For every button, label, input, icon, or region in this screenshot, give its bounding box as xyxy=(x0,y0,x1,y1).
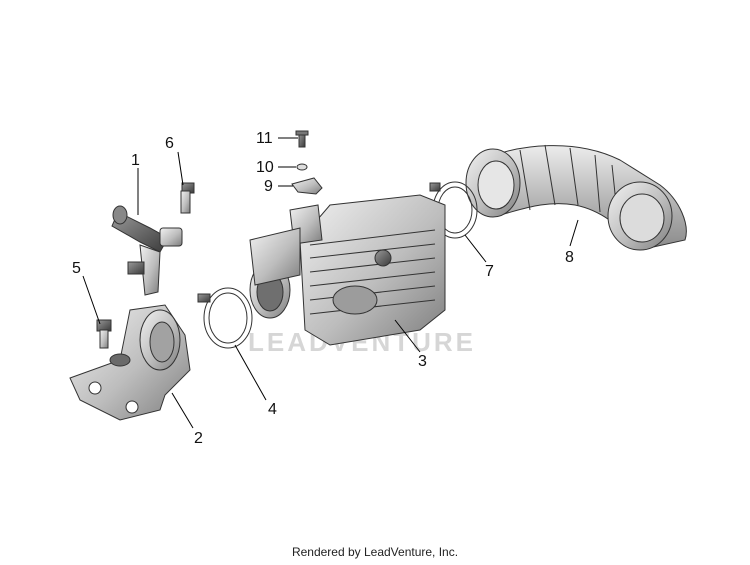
callout-3: 3 xyxy=(418,353,427,370)
callout-8: 8 xyxy=(565,249,574,266)
part-2-intake-manifold xyxy=(69,304,191,421)
part-3-throttle-body xyxy=(249,194,446,346)
callout-7: 7 xyxy=(485,263,494,280)
callout-5: 5 xyxy=(72,260,81,277)
part-10-washer xyxy=(296,163,308,171)
part-1-fuel-injector xyxy=(111,205,183,296)
callout-9: 9 xyxy=(264,178,273,195)
part-11-screw xyxy=(295,130,309,148)
callout-1: 1 xyxy=(131,152,140,169)
part-8-intake-hose xyxy=(465,144,687,251)
part-9-bracket xyxy=(291,177,323,195)
part-5-bolt xyxy=(96,319,112,349)
exploded-parts-diagram: LEADVENTURE xyxy=(69,130,687,447)
part-6-bolt xyxy=(180,182,195,214)
callout-2: 2 xyxy=(194,430,203,447)
callouts: 1 2 3 4 5 6 7 8 9 10 11 xyxy=(72,130,574,447)
callout-6: 6 xyxy=(165,135,174,152)
part-4-hose-clamp xyxy=(197,287,253,349)
leader-lines xyxy=(82,137,579,429)
callout-11: 11 xyxy=(256,130,273,147)
callout-10: 10 xyxy=(256,159,274,176)
footer-credit: Rendered by LeadVenture, Inc. xyxy=(291,545,459,559)
callout-4: 4 xyxy=(268,401,277,418)
